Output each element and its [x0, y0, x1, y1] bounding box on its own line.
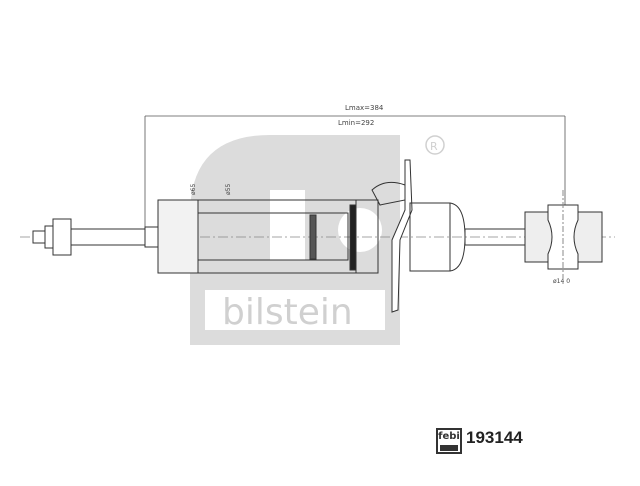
diameter-outer-label: ø65 — [190, 184, 197, 195]
mounting-plate — [391, 159, 413, 313]
registered-mark: R — [430, 140, 438, 153]
diameter-bushing-label: ø14 0 — [553, 278, 570, 285]
spring-seat — [371, 181, 406, 206]
diameter-inner-label: ø55 — [225, 184, 232, 195]
febi-bilstein-watermark: bilstein R — [190, 135, 445, 345]
dimension-max-label: Lmax=384 — [345, 104, 384, 112]
damper-body — [157, 199, 379, 274]
bushing-eye — [524, 190, 603, 285]
febi-small-logo: febi — [436, 428, 462, 454]
part-number: 193144 — [466, 428, 523, 447]
small-logo-text: febi — [438, 431, 460, 442]
watermark-bilstein-text: bilstein — [222, 292, 353, 333]
dimension-min-label: Lmin=292 — [338, 119, 374, 127]
